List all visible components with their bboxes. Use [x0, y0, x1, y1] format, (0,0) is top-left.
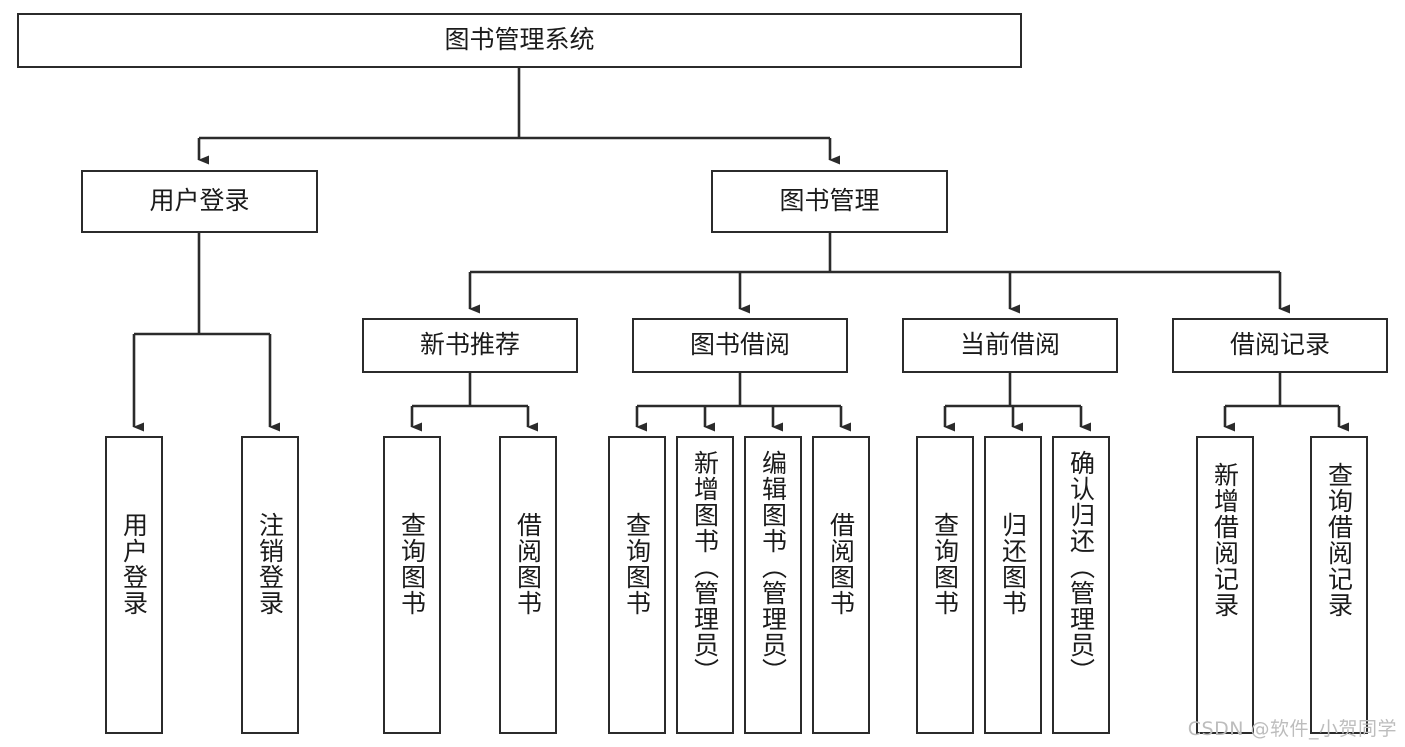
leaf-borrow-book-1[interactable]: 借阅图书: [499, 436, 557, 734]
leaf-edit-book-admin[interactable]: 编辑图书（管理员）: [744, 436, 802, 734]
node-label: 新书推荐: [419, 330, 520, 360]
leaf-user-login[interactable]: 用户登录: [105, 436, 163, 734]
leaf-logout-login[interactable]: 注销登录: [241, 436, 299, 734]
node-label: 用户登录: [149, 186, 250, 216]
node-current-borrow[interactable]: 当前借阅: [902, 318, 1118, 373]
leaf-query-book-1[interactable]: 查询图书: [383, 436, 441, 734]
node-label: 查询借阅记录: [1324, 462, 1354, 618]
node-borrow-record[interactable]: 借阅记录: [1172, 318, 1388, 373]
node-label: 用户登录: [119, 512, 149, 616]
node-label: 图书管理系统: [444, 25, 595, 55]
leaf-confirm-return-admin[interactable]: 确认归还（管理员）: [1052, 436, 1110, 734]
node-book-management[interactable]: 图书管理: [711, 170, 948, 233]
node-root-book-management-system[interactable]: 图书管理系统: [17, 13, 1022, 68]
watermark: CSDN @软件_小贺同学: [1187, 718, 1397, 740]
node-user-login[interactable]: 用户登录: [81, 170, 318, 233]
node-label: 查询图书: [930, 512, 960, 616]
node-label: 当前借阅: [959, 330, 1060, 360]
leaf-add-book-admin[interactable]: 新增图书（管理员）: [676, 436, 734, 734]
node-label: 借阅图书: [513, 512, 543, 616]
node-label: 确认归还（管理员）: [1066, 450, 1096, 684]
leaf-borrow-book-2[interactable]: 借阅图书: [812, 436, 870, 734]
leaf-query-borrow-record[interactable]: 查询借阅记录: [1310, 436, 1368, 734]
node-label: 编辑图书（管理员）: [758, 450, 788, 684]
node-label: 查询图书: [397, 512, 427, 616]
node-book-borrow[interactable]: 图书借阅: [632, 318, 848, 373]
node-label: 新增借阅记录: [1210, 462, 1240, 618]
node-label: 查询图书: [622, 512, 652, 616]
node-label: 借阅图书: [826, 512, 856, 616]
node-label: 图书管理: [779, 186, 880, 216]
leaf-return-book[interactable]: 归还图书: [984, 436, 1042, 734]
node-label: 归还图书: [998, 512, 1028, 616]
leaf-query-book-2[interactable]: 查询图书: [608, 436, 666, 734]
leaf-query-book-3[interactable]: 查询图书: [916, 436, 974, 734]
node-label: 新增图书（管理员）: [690, 450, 720, 684]
node-label: 注销登录: [255, 512, 285, 616]
node-label: 借阅记录: [1229, 330, 1330, 360]
leaf-add-borrow-record[interactable]: 新增借阅记录: [1196, 436, 1254, 734]
node-new-book-recommend[interactable]: 新书推荐: [362, 318, 578, 373]
node-label: 图书借阅: [689, 330, 790, 360]
